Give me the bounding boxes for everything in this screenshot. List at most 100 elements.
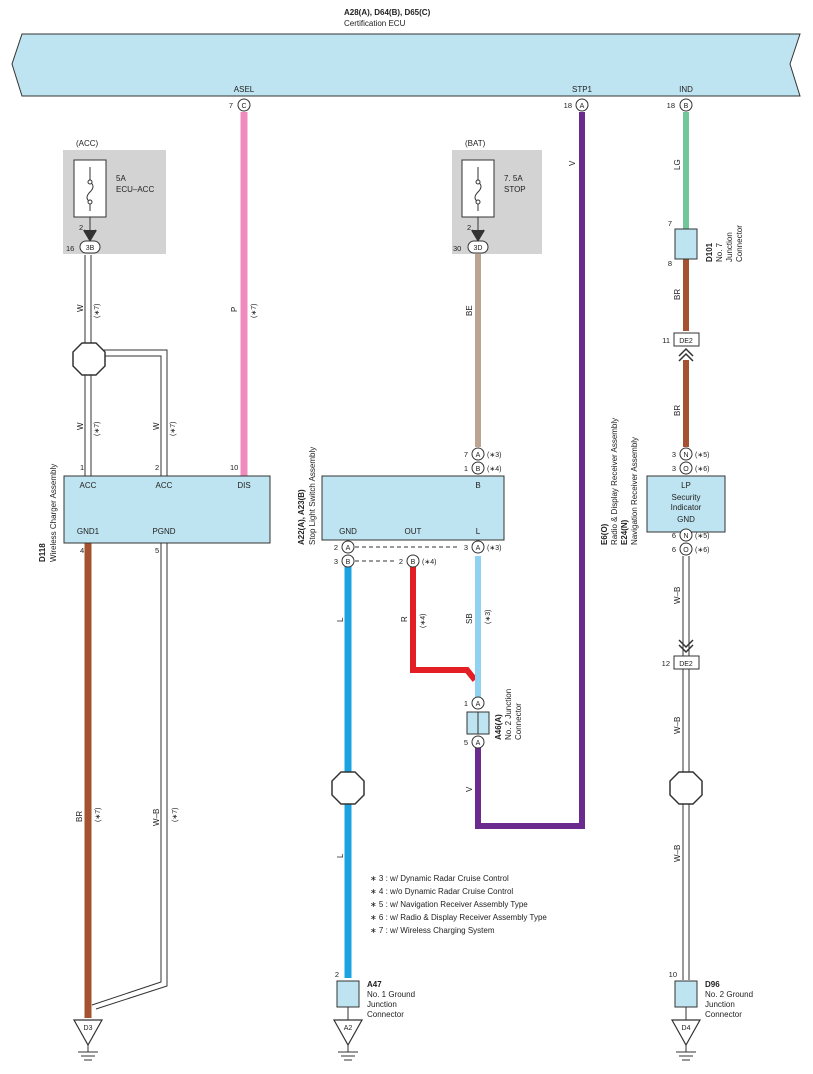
ecu-terminal-stp1: STP1: [572, 85, 593, 94]
footnote: ∗ 3 : w/ Dynamic Radar Cruise Control: [370, 874, 509, 883]
fuse-connector: [467, 240, 489, 254]
svg-text:18: 18: [667, 101, 675, 110]
ecu-codes: A28(A), D64(B), D65(C): [344, 8, 431, 17]
charger-pin-num: 5: [155, 546, 159, 555]
charger-pin-gnd1: GND1: [77, 527, 100, 536]
d96-line: No. 2 Ground: [705, 990, 753, 999]
svg-text:O: O: [683, 547, 689, 554]
svg-text:DE2: DE2: [679, 338, 693, 345]
switch-pin-b: B: [475, 481, 480, 490]
a47-line: Connector: [367, 1010, 404, 1019]
svg-text:A: A: [476, 740, 481, 747]
fuse-pin-out: 16: [66, 244, 74, 253]
wire-color-label: V: [465, 786, 474, 792]
switch-pin-out: OUT: [405, 527, 422, 536]
svg-text:A: A: [346, 545, 351, 552]
d96-code: D96: [705, 980, 720, 989]
wire-color-label: P: [230, 307, 239, 312]
wire-color-label: W: [76, 304, 85, 312]
charger-pin-dis: DIS: [237, 481, 250, 490]
fuse-pin-in: 2: [467, 223, 471, 232]
svg-text:3: 3: [334, 557, 338, 566]
fuse-terminal-arrow: [471, 229, 485, 242]
wire-pgnd-wb: [91, 543, 168, 1010]
wire-color-label: SB: [465, 613, 474, 624]
charger-pin-pgnd: PGND: [152, 527, 175, 536]
ecu-terminal-asel: ASEL: [234, 85, 255, 94]
charger-pin-acc2: ACC: [156, 481, 173, 490]
receiver-name-1: Radio & Display Receiver Assembly: [610, 418, 619, 545]
svg-text:B: B: [684, 103, 689, 110]
svg-text:8: 8: [668, 259, 672, 268]
wire-note-label: (∗7): [172, 808, 179, 822]
splice-acc: [72, 342, 106, 376]
svg-text:A: A: [476, 545, 481, 552]
splice-lp-gnd: [669, 771, 703, 805]
security-indicator-label: Security: [672, 493, 701, 502]
svg-text:A: A: [580, 103, 585, 110]
svg-text:N: N: [683, 452, 688, 459]
fuse-name: ECU–ACC: [116, 185, 154, 194]
de2-chevron-icon: [678, 639, 694, 654]
receiver-name-2: Navigation Receiver Assembly: [630, 437, 639, 545]
svg-text:D4: D4: [682, 1025, 691, 1032]
svg-text:(∗5): (∗5): [695, 533, 709, 540]
wire-a46-v: [475, 747, 585, 829]
svg-text:(∗3): (∗3): [487, 545, 501, 552]
ground-a2: A2: [332, 1019, 364, 1061]
fuse-ecu-acc: (ACC) 5A ECU–ACC 2 3B 16: [63, 139, 166, 254]
fuse-conn-code: 3B: [86, 245, 95, 252]
switch-codes: A22(A), A23(B): [297, 489, 306, 545]
ecu-body: [11, 33, 801, 97]
ground-junction-d96: 10 D96 No. 2 Ground Junction Connector: [669, 970, 753, 1020]
wire-color-label: R: [400, 616, 409, 622]
wire-note-label: (∗7): [95, 808, 102, 822]
footnotes: ∗ 3 : w/ Dynamic Radar Cruise Control ∗ …: [370, 874, 547, 935]
de2-chevron-icon: [678, 347, 694, 362]
svg-text:18: 18: [564, 101, 572, 110]
svg-text:11: 11: [662, 336, 670, 345]
svg-text:DE2: DE2: [679, 661, 693, 668]
d96-line: Junction: [705, 1000, 735, 1009]
ground-d4: D4: [670, 1019, 702, 1061]
stop-light-switch-assembly: A22(A), A23(B) Stop Light Switch Assembl…: [297, 447, 505, 568]
svg-text:1: 1: [464, 699, 468, 708]
wire-note-label: (∗4): [420, 614, 427, 628]
certification-ecu: A28(A), D64(B), D65(C) Certification ECU…: [11, 8, 801, 97]
d101-line1: No. 7: [715, 242, 724, 262]
wire-color-label: BE: [465, 305, 474, 316]
a46-line1: No. 2 Junction: [504, 689, 513, 740]
switch-name: Stop Light Switch Assembly: [308, 447, 317, 545]
receiver-pin-lp: LP: [681, 481, 691, 490]
footnote: ∗ 4 : w/o Dynamic Radar Cruise Control: [370, 887, 513, 896]
wire-color-label: LG: [673, 159, 682, 170]
splice-gnd: [331, 771, 365, 805]
connector-links: [355, 546, 458, 562]
svg-text:3: 3: [672, 464, 676, 473]
svg-text:A: A: [476, 452, 481, 459]
wire-lp-wb: [682, 556, 690, 980]
wire-color-label: W–B: [673, 587, 682, 604]
svg-text:1: 1: [464, 464, 468, 473]
svg-text:3: 3: [464, 543, 468, 552]
receiver-pin-gnd: GND: [677, 515, 695, 524]
charger-name: Wireless Charger Assembly: [49, 464, 58, 562]
wire-note-label: (∗7): [251, 304, 258, 318]
d101-line2: Junction: [725, 232, 734, 262]
d101-code: D101: [705, 242, 714, 262]
a47-line: Junction: [367, 1000, 397, 1009]
charger-code: D118: [38, 543, 47, 562]
wire-note-label: (∗7): [94, 422, 101, 436]
receiver-codes-2: E24(N): [620, 519, 629, 545]
a47-code: A47: [367, 980, 382, 989]
wire-note-label: (∗3): [485, 610, 492, 624]
wire-color-label: BR: [673, 405, 682, 416]
wire-color-label: W–B: [152, 809, 161, 826]
svg-text:A: A: [476, 701, 481, 708]
svg-text:B: B: [346, 559, 351, 566]
svg-text:B: B: [411, 559, 416, 566]
svg-text:7: 7: [464, 450, 468, 459]
fuse-rating: 5A: [116, 174, 126, 183]
fuse-name: STOP: [504, 185, 526, 194]
wireless-charger-assembly: D118 Wireless Charger Assembly 1 2 10 AC…: [38, 463, 271, 562]
